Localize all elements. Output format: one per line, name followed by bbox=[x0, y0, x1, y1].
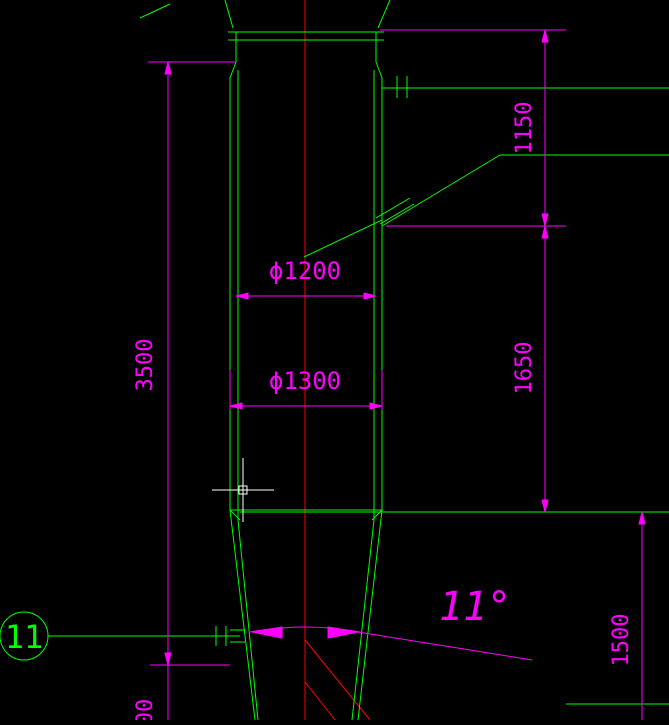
grid-bubble bbox=[0, 611, 49, 661]
diameter-upper-label: ϕ1200 bbox=[269, 257, 341, 285]
height-partial-label: 00 bbox=[133, 699, 158, 720]
height-mid-label: 1650 bbox=[512, 342, 537, 395]
taper-angle-label: 11° bbox=[439, 584, 511, 630]
diameter-lower-label: ϕ1300 bbox=[269, 367, 341, 395]
dimension-lines bbox=[148, 29, 646, 720]
diagonal-hatch-line bbox=[304, 681, 336, 721]
crosshair-cursor-icon bbox=[212, 458, 274, 522]
height-top-label: 1150 bbox=[512, 102, 537, 155]
height-total-label: 3500 bbox=[133, 339, 158, 392]
grid-bubble-label: 11 bbox=[5, 618, 44, 656]
height-bottom-label: 1500 bbox=[609, 614, 634, 667]
